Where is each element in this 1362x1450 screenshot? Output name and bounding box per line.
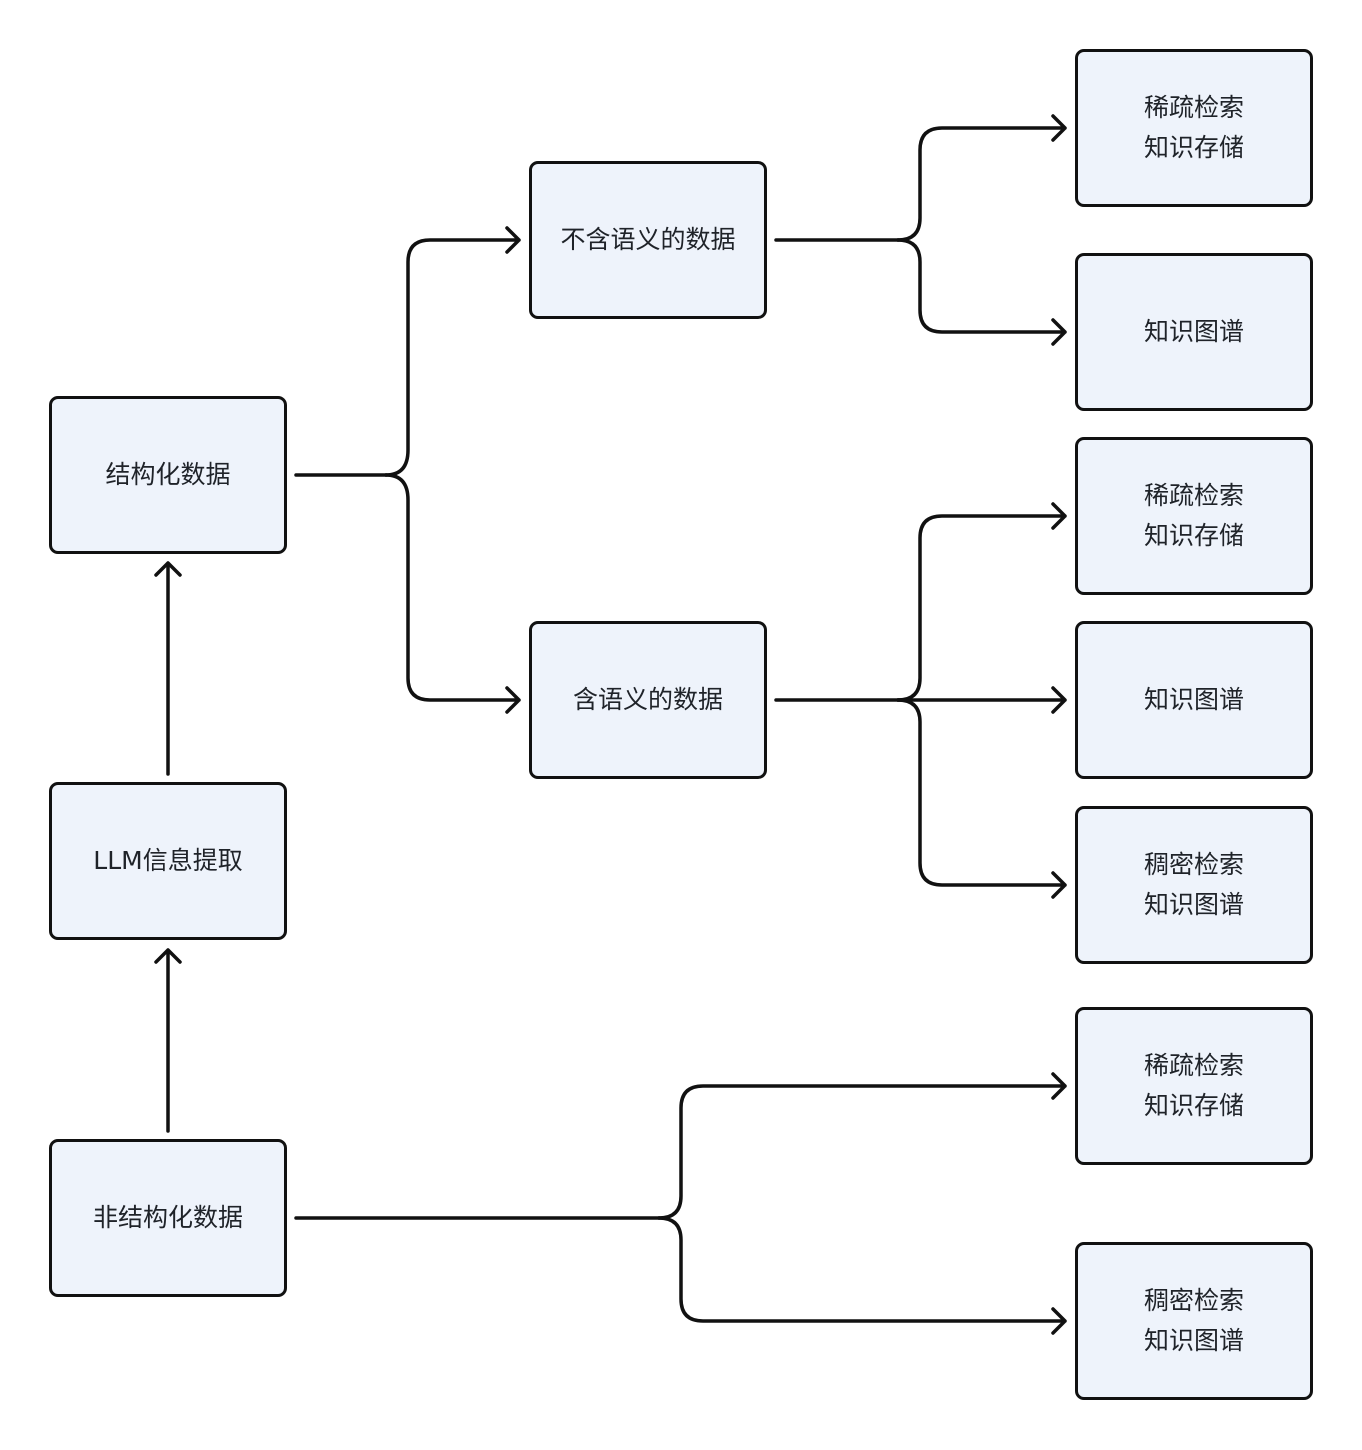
edge-unstructured-to-dense — [657, 1216, 1067, 1335]
node-label: 不含语义的数据 — [560, 225, 736, 254]
node-s-knowledge-graph[interactable]: 知识图谱 — [1075, 621, 1313, 779]
node-label: 稀疏检索 知识存储 — [1143, 1051, 1244, 1120]
node-u-sparse-retrieval[interactable]: 稀疏检索 知识存储 — [1075, 1007, 1313, 1165]
node-ns-knowledge-graph[interactable]: 知识图谱 — [1075, 253, 1313, 411]
edge-unstructured-to-sparse — [657, 1072, 1067, 1220]
edge-non-semantic-to-sparse — [896, 114, 1067, 242]
node-s-sparse-retrieval[interactable]: 稀疏检索 知识存储 — [1075, 437, 1313, 595]
node-non-semantic-data[interactable]: 不含语义的数据 — [529, 161, 767, 319]
node-structured-data[interactable]: 结构化数据 — [49, 396, 287, 554]
node-unstructured-data[interactable]: 非结构化数据 — [49, 1139, 287, 1297]
node-label: 含语义的数据 — [572, 685, 723, 714]
node-u-dense-retrieval[interactable]: 稠密检索 知识图谱 — [1075, 1242, 1313, 1400]
node-label: 稀疏检索 知识存储 — [1143, 481, 1244, 550]
node-label: 知识图谱 — [1143, 685, 1244, 714]
edge-semantic-to-sparse — [896, 502, 1067, 702]
node-semantic-data[interactable]: 含语义的数据 — [529, 621, 767, 779]
edge-structured-to-non-semantic — [384, 226, 521, 477]
edge-non-semantic-to-kg — [896, 238, 1067, 346]
node-llm-extraction[interactable]: LLM信息提取 — [49, 782, 287, 940]
edge-llm-to-structured — [154, 561, 182, 776]
node-ns-sparse-retrieval[interactable]: 稀疏检索 知识存储 — [1075, 49, 1313, 207]
node-label: 知识图谱 — [1143, 317, 1244, 346]
node-label: LLM信息提取 — [93, 846, 243, 875]
node-label: 结构化数据 — [105, 460, 231, 489]
node-label: 稠密检索 知识图谱 — [1143, 1286, 1244, 1355]
edge-semantic-to-kg — [896, 686, 1067, 714]
node-s-dense-retrieval[interactable]: 稠密检索 知识图谱 — [1075, 806, 1313, 964]
edge-semantic-to-dense — [896, 698, 1067, 899]
node-label: 非结构化数据 — [92, 1203, 243, 1232]
node-label: 稠密检索 知识图谱 — [1143, 850, 1244, 919]
node-label: 稀疏检索 知识存储 — [1143, 93, 1244, 162]
edge-unstructured-to-llm — [154, 948, 182, 1133]
edge-structured-to-semantic — [384, 473, 521, 714]
